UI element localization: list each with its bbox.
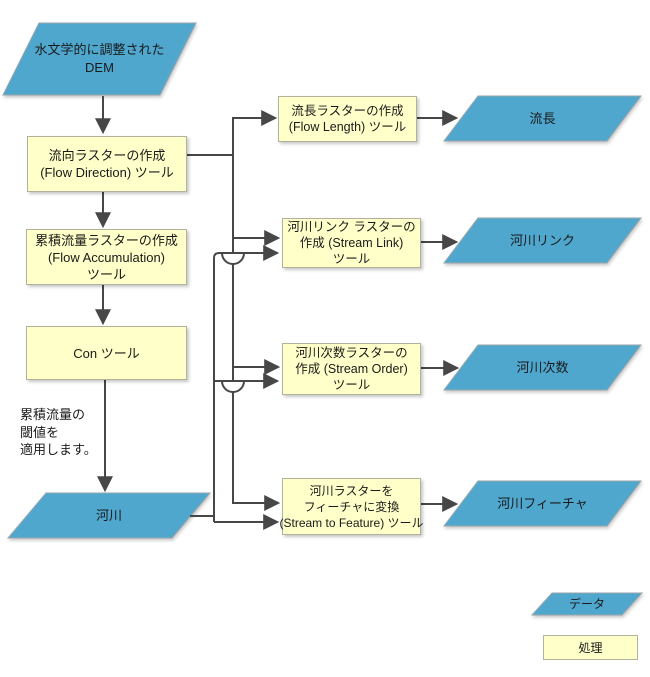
flow-accumulation-line3: ツール — [86, 266, 126, 282]
stream-order-tool-line1: 河川次数ラスターの — [295, 346, 408, 360]
stream-order-tool-box: 河川次数ラスターの 作成 (Stream Order) ツール — [282, 343, 421, 395]
stream-link-tool-line2: 作成 (Stream Link) — [299, 236, 404, 250]
flow-length-tool-line1: 流長ラスターの作成 — [291, 104, 404, 118]
stream-link-tool-line1: 河川リンク ラスターの — [287, 220, 416, 234]
threshold-annotation: 累積流量の 閾値を 適用します。 — [20, 407, 97, 457]
stream-to-feature-line2: フィーチャに変換 — [303, 499, 400, 514]
flow-length-tool-box: 流長ラスターの作成 (Flow Length) ツール — [278, 96, 417, 142]
flow-length-parallelogram — [442, 95, 643, 142]
connectors — [95, 96, 460, 530]
flow-accumulation-line2: (Flow Accumulation) — [47, 249, 166, 265]
stream-to-feature-line3: (Stream to Feature) ツール — [279, 515, 424, 530]
stream-order-tool-line3: ツール — [332, 378, 371, 392]
legend-process-label: 処理 — [578, 640, 603, 655]
stream-order-parallelogram — [442, 344, 643, 391]
arrow-to-streamtofeature-top — [232, 392, 281, 511]
legend-data-parallelogram — [530, 592, 644, 616]
con-tool-box: Con ツール — [26, 326, 187, 380]
arrow-to-flowlength-tool — [232, 110, 278, 155]
arrow-stream-to-streamlink — [213, 245, 280, 522]
wire-hop-1 — [221, 252, 245, 265]
stream-link-tool-box: 河川リンク ラスターの 作成 (Stream Link) ツール — [282, 218, 421, 268]
stream-to-feature-line1: 河川ラスターを — [309, 483, 394, 498]
wire-hop-2 — [221, 380, 245, 393]
flow-accumulation-line1: 累積流量ラスターの作成 — [35, 232, 178, 248]
stream-order-tool-line2: 作成 (Stream Order) — [295, 362, 408, 376]
stream-to-feature-tool-box: 河川ラスターを フィーチャに変換 (Stream to Feature) ツール — [279, 478, 424, 535]
stream-parallelogram — [6, 492, 212, 539]
stream-link-tool-line3: ツール — [332, 252, 371, 266]
dem-parallelogram — [2, 22, 197, 96]
flow-length-tool-line2: (Flow Length) ツール — [288, 120, 407, 134]
con-line1: Con ツール — [73, 345, 140, 361]
flow-direction-line2: (Flow Direction) ツール — [40, 165, 174, 180]
stream-link-parallelogram — [442, 217, 643, 264]
flow-direction-tool-box: 流向ラスターの作成 (Flow Direction) ツール — [27, 136, 187, 192]
legend-process-box: 処理 — [543, 635, 638, 660]
flow-accumulation-tool-box: 累積流量ラスターの作成 (Flow Accumulation) ツール — [26, 229, 187, 285]
flow-direction-line1: 流向ラスターの作成 — [48, 148, 166, 163]
stream-feature-parallelogram — [442, 480, 643, 527]
